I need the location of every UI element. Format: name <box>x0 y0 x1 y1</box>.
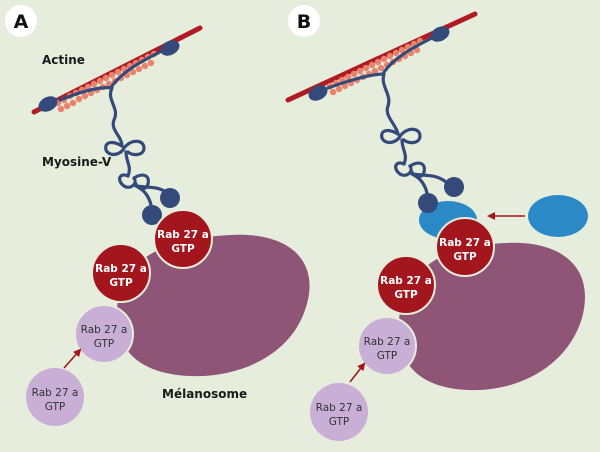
myosin-globular-tail <box>444 177 464 197</box>
label-myosin-v: Myosine-V <box>42 155 112 169</box>
rab-label: Rab 27 a <box>157 229 209 241</box>
actin-filament-b <box>285 11 478 103</box>
rab27a-free-b: Rab 27 a GTP <box>310 383 368 441</box>
myosin-globular-tail <box>418 193 438 213</box>
melanosome-b <box>398 242 585 391</box>
rab-gtp-label: GTP <box>453 251 477 263</box>
melanosome-a <box>116 234 310 377</box>
myosin-globular-tail <box>160 188 180 208</box>
myosin-globular-tail <box>142 205 162 225</box>
rab-gtp-label: GTP <box>377 350 398 362</box>
rab-label: Rab 27 a <box>439 237 491 249</box>
rab-gtp-label: GTP <box>109 277 133 289</box>
rab-label: Rab 27 a <box>32 387 79 399</box>
panel-b-badge <box>288 5 320 37</box>
rab27a-active-2-b: Rab 27 a GTP <box>376 255 436 315</box>
myosin-head <box>308 85 328 101</box>
rab27a-active-2-a: Rab 27 a GTP <box>91 243 151 303</box>
panel-a: A <box>5 5 310 426</box>
rab27a-recruited-a: Rab 27 a GTP <box>74 304 134 364</box>
rab-label: Rab 27 a <box>380 275 432 287</box>
rab-label: Rab 27 a <box>95 263 147 275</box>
rab-gtp-label: GTP <box>45 401 66 413</box>
rab-label: Rab 27 a <box>316 402 363 414</box>
actin-filament-a <box>31 25 203 115</box>
rab27a-recruited-b: Rab 27 a GTP <box>357 316 417 376</box>
myosin-head <box>430 26 450 42</box>
label-actine: Actine <box>42 53 85 67</box>
rab27a-active-1-b: Rab 27 a GTP <box>435 217 495 277</box>
recruitment-arrow-a <box>63 348 82 369</box>
rab-label: Rab 27 a <box>81 324 128 336</box>
myosin-v-a <box>58 50 170 212</box>
panel-b-letter: B <box>297 11 311 33</box>
rab-gtp-label: GTP <box>171 243 195 255</box>
panel-a-letter: A <box>14 11 29 33</box>
panel-b: B <box>285 5 588 441</box>
rab27a-active-1-a: Rab 27 a GTP <box>153 209 213 269</box>
myosin-head <box>160 40 180 56</box>
recruitment-arrow-b <box>349 362 366 383</box>
rab-label: Rab 27 a <box>364 336 411 348</box>
rab27a-free-a: Rab 27 a GTP <box>26 368 84 426</box>
rab-gtp-label: GTP <box>94 338 115 350</box>
myosin-head <box>38 96 58 112</box>
effector-free <box>528 195 588 237</box>
rab-gtp-label: GTP <box>329 416 350 428</box>
panel-a-badge <box>5 5 37 37</box>
rab-gtp-label: GTP <box>394 289 418 301</box>
label-melanosome: Mélanosome <box>162 387 247 401</box>
